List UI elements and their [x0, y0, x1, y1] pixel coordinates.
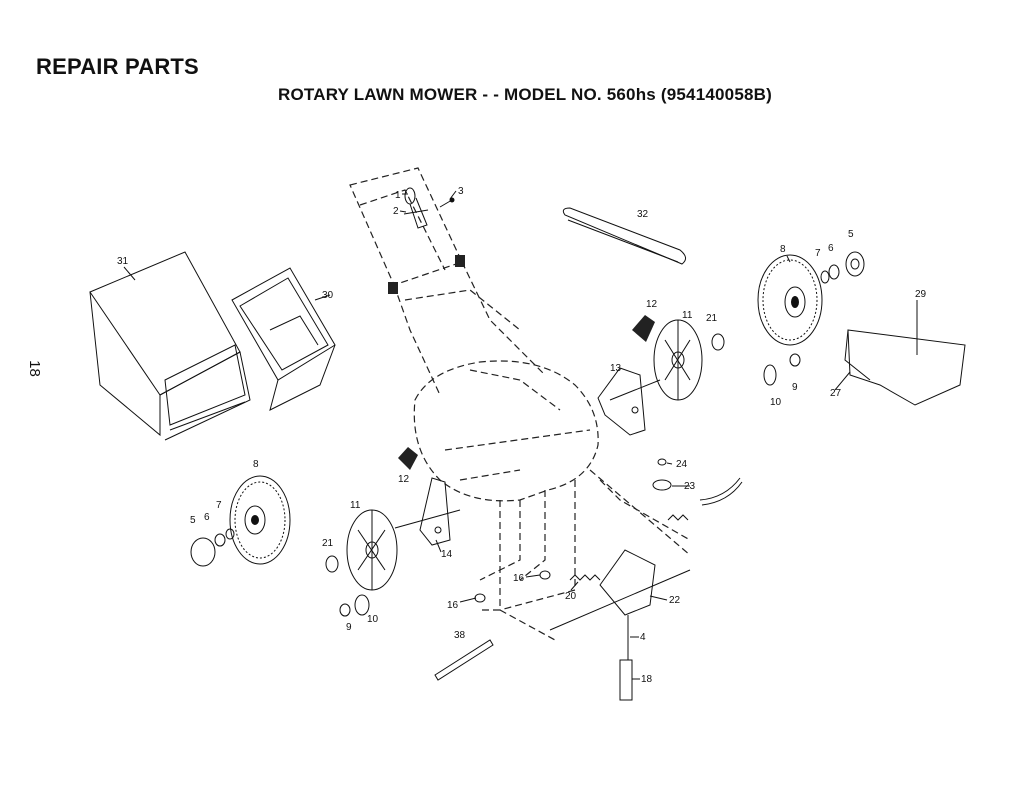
- page-title: REPAIR PARTS: [36, 54, 199, 79]
- callout-38: 38: [454, 630, 466, 641]
- right-wheel-hardware: [820, 251, 865, 284]
- leader-lines: [123, 190, 918, 680]
- right-pinion-gear: [763, 353, 801, 386]
- left-height-bracket: [394, 477, 461, 546]
- spring: [667, 514, 689, 521]
- handle-bolt: [455, 255, 465, 267]
- callout-8-right: 8: [780, 244, 786, 255]
- callout-11-left: 11: [350, 500, 361, 511]
- callout-20: 20: [565, 591, 577, 602]
- bag-frame: [231, 267, 336, 411]
- callout-4: 4: [640, 632, 646, 643]
- drive-cable: [699, 477, 741, 501]
- callout-31: 31: [117, 256, 129, 267]
- callout-2: 2: [393, 206, 399, 217]
- callout-labels: 1 2 3 32 31 30 8 7 6 5 29 12 11 21 13 27…: [117, 186, 927, 685]
- page-subtitle: ROTARY LAWN MOWER - - MODEL NO. 560hs (9…: [278, 85, 772, 104]
- callout-16-a: 16: [447, 600, 459, 611]
- mower-deck: [413, 360, 691, 641]
- callout-7-left: 7: [216, 500, 222, 511]
- callout-24: 24: [676, 459, 688, 470]
- callout-27: 27: [830, 388, 842, 399]
- callout-18: 18: [641, 674, 653, 685]
- callout-13: 13: [610, 363, 622, 374]
- callout-9-left: 9: [346, 622, 352, 633]
- callout-12-right: 12: [646, 299, 658, 310]
- left-wheel: [229, 475, 291, 565]
- bearing: [652, 479, 672, 491]
- right-washer: [711, 333, 725, 351]
- handle-assembly: [349, 167, 546, 396]
- callout-1: 1: [395, 190, 401, 201]
- spring: [569, 574, 601, 581]
- callout-5-right: 5: [848, 229, 854, 240]
- callout-7-right: 7: [815, 248, 821, 259]
- callout-8-left: 8: [253, 459, 259, 470]
- callout-16-b: 16: [513, 573, 525, 584]
- callout-14: 14: [441, 549, 453, 560]
- callout-9-right: 9: [792, 382, 798, 393]
- control-lever: [403, 187, 455, 229]
- drive-belt: [562, 207, 686, 265]
- callout-29: 29: [915, 289, 927, 300]
- handle-bolt: [388, 282, 398, 294]
- callout-11-right: 11: [682, 310, 693, 321]
- drive-shaft: [619, 659, 633, 701]
- left-wheel-hardware: [190, 528, 235, 567]
- grass-bag: [89, 251, 251, 441]
- left-height-knob: [398, 447, 418, 470]
- rod: [434, 639, 494, 681]
- callout-21-left: 21: [322, 538, 334, 549]
- callout-21-right: 21: [706, 313, 718, 324]
- rear-guard: [844, 300, 966, 406]
- bolt: [657, 458, 667, 466]
- right-height-bracket: [597, 367, 661, 436]
- transmission: [549, 549, 691, 660]
- callout-5-left: 5: [190, 515, 196, 526]
- callout-10-left: 10: [367, 614, 379, 625]
- left-drive-wheel: [346, 509, 398, 591]
- callout-6-right: 6: [828, 243, 834, 254]
- right-wheel: [757, 254, 823, 346]
- callout-32: 32: [637, 209, 649, 220]
- callout-6-left: 6: [204, 512, 210, 523]
- nut: [539, 570, 551, 580]
- callout-3: 3: [458, 186, 464, 197]
- right-height-knob: [632, 315, 655, 342]
- left-washer: [325, 555, 339, 573]
- right-drive-wheel: [653, 319, 703, 401]
- callout-10-right: 10: [770, 397, 782, 408]
- callout-22: 22: [669, 595, 681, 606]
- callout-12-left: 12: [398, 474, 410, 485]
- nut: [474, 593, 486, 603]
- left-pinion-gear: [339, 594, 370, 617]
